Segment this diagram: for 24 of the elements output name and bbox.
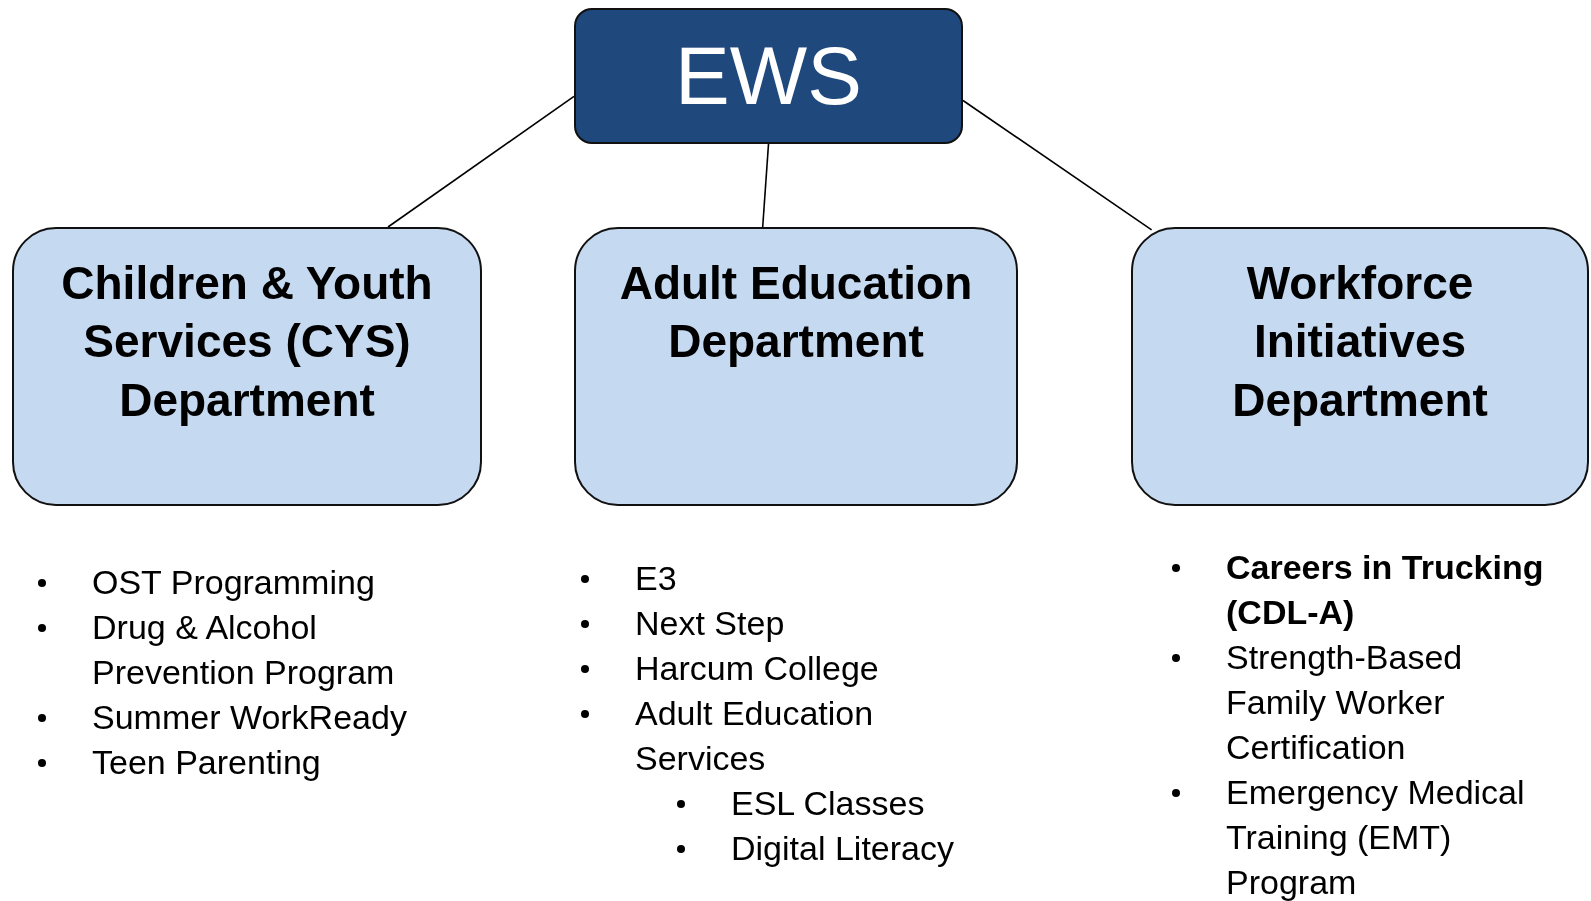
list-item: Strength-Based Family Worker Certification (1226, 638, 1463, 766)
list-item: Drug & Alcohol Prevention Program (92, 608, 395, 691)
connector-line (761, 143, 770, 228)
list-item: Adult Education Services (635, 694, 874, 777)
list-item: Next Step (635, 604, 785, 642)
list-item: E3 (635, 559, 677, 597)
list-item: Digital Literacy (731, 829, 954, 867)
department-title: Children & Youth Services (CYS) Department (60, 256, 434, 428)
connector-line (962, 99, 1153, 231)
department-box (574, 227, 1018, 506)
list-item: ESL Classes (731, 784, 925, 822)
list-item: Teen Parenting (92, 743, 321, 781)
department-title: Workforce Initiatives Department (1231, 256, 1489, 428)
department-box (1131, 227, 1589, 506)
list-item: Summer WorkReady (92, 698, 407, 736)
department-title: Adult Education Department (618, 256, 974, 370)
list-item: Careers in Trucking (CDL-A) (1226, 548, 1544, 631)
list-item: OST Programming (92, 563, 375, 601)
list-item: Harcum College (635, 649, 879, 687)
root-box (574, 8, 963, 144)
list-item: Emergency Medical Training (EMT) Program (1226, 773, 1525, 901)
root-title: EWS (675, 35, 862, 117)
department-box (12, 227, 482, 506)
connector-line (387, 95, 575, 228)
